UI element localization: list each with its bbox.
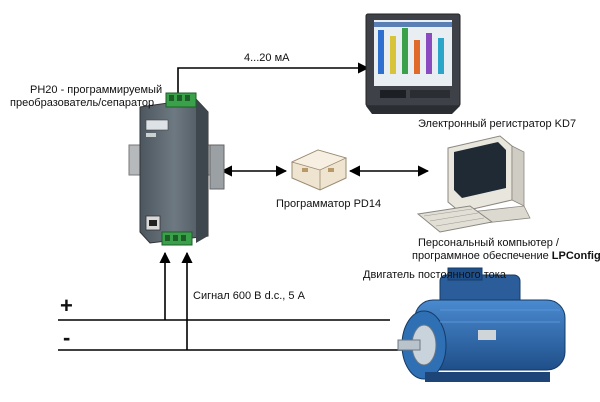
plus-sign: + xyxy=(60,293,73,318)
minus-sign: - xyxy=(63,325,71,350)
pc-label-line2-text: программное обеспечение xyxy=(412,250,552,262)
recorder-label: Электронный регистратор KD7 xyxy=(418,118,577,130)
programmer-label: Программатор PD14 xyxy=(276,198,382,210)
output-current-line xyxy=(177,62,370,97)
pc-label-line2: программное обеспечение LPConfig xyxy=(412,250,600,263)
converter-label-line2: преобразователь/сепаратор xyxy=(10,97,155,109)
recorder-device xyxy=(365,13,461,114)
pc-label-line1: Персональный компьютер / xyxy=(418,237,559,249)
motor-label: Двигатель постоянного тока xyxy=(363,269,506,281)
programmer-device xyxy=(290,149,348,191)
converter-device xyxy=(128,92,225,246)
pc-software-name: LPConfig xyxy=(551,250,600,262)
current-range-label: 4...20 мА xyxy=(244,52,290,64)
motor-device xyxy=(397,267,566,382)
signal-label: Сигнал 600 В d.c., 5 А xyxy=(193,290,305,302)
pc-device xyxy=(416,135,531,233)
converter-label-line1: PH20 - программируемый xyxy=(30,84,163,96)
